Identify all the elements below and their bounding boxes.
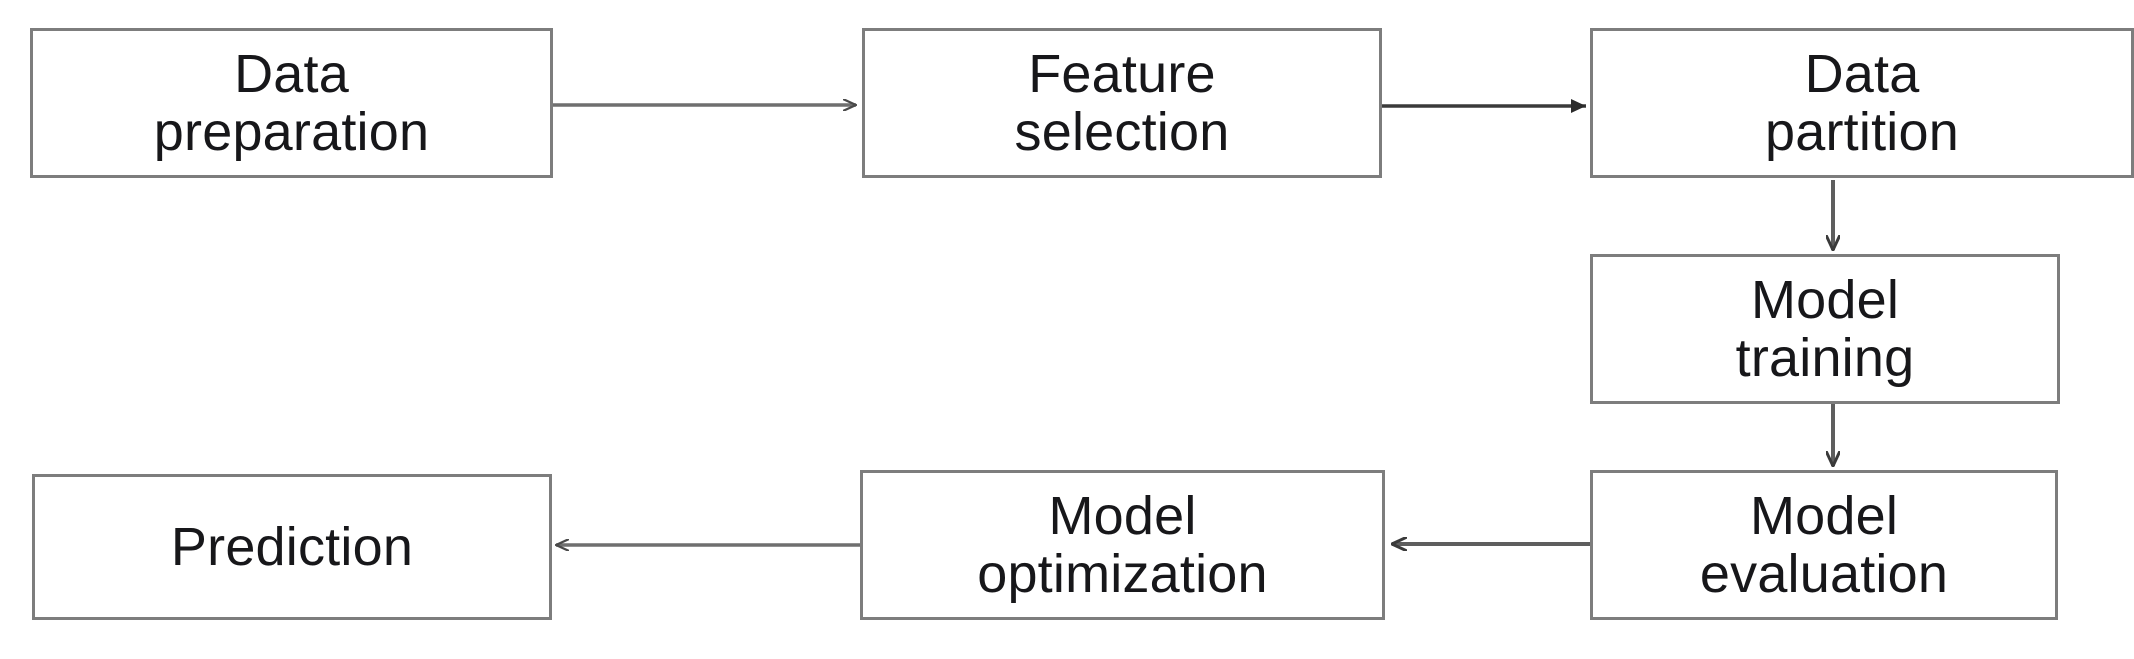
node-data-partition[interactable]: Data partition (1590, 28, 2134, 178)
node-model-evaluation[interactable]: Model evaluation (1590, 470, 2058, 620)
node-data-partition-label: Data partition (1765, 43, 1959, 162)
node-model-optimization-label: Model optimization (977, 485, 1268, 604)
node-model-evaluation-label: Model evaluation (1699, 485, 1949, 604)
node-feature-selection-label: Feature selection (1014, 43, 1230, 162)
node-model-optimization[interactable]: Model optimization (860, 470, 1385, 620)
node-model-training-label: Model training (1735, 269, 1915, 388)
node-data-preparation-label: Data preparation (153, 43, 430, 162)
node-model-training[interactable]: Model training (1590, 254, 2060, 404)
node-data-preparation[interactable]: Data preparation (30, 28, 553, 178)
node-feature-selection[interactable]: Feature selection (862, 28, 1382, 178)
node-prediction[interactable]: Prediction (32, 474, 552, 620)
node-prediction-label: Prediction (170, 516, 414, 577)
